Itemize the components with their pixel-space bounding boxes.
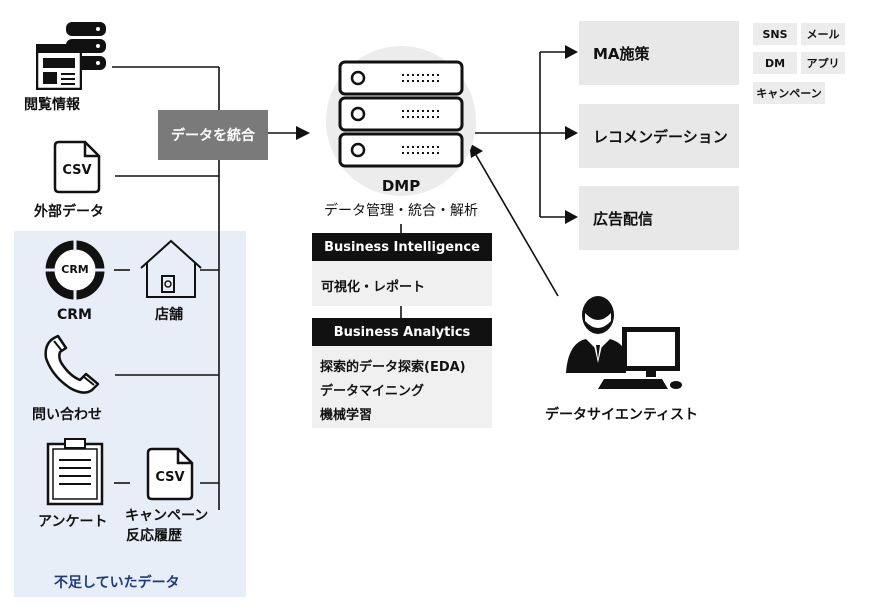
store-icon xyxy=(140,239,202,298)
action-ads: 広告配信 xyxy=(579,186,739,250)
source-label-browsing: 閲覧情報 xyxy=(24,97,80,113)
tag-app: アプリ xyxy=(801,52,845,74)
ba-item-mining: データマイニング xyxy=(320,384,425,399)
ba-item-eda: 探索的データ探索(EDA) xyxy=(320,360,466,375)
phone-icon xyxy=(44,334,100,394)
missing-data-panel xyxy=(14,231,246,597)
bi-box: 可視化・レポート xyxy=(312,261,492,306)
browser-window-icon xyxy=(36,44,82,90)
action-ma: MA施策 xyxy=(579,21,739,85)
integrate-box: データを統合 xyxy=(158,110,268,160)
csv-icon-label-2: CSV xyxy=(155,470,185,485)
tag-sns: SNS xyxy=(753,23,797,45)
server-icon xyxy=(338,60,464,168)
source-label-inquiry: 問い合わせ xyxy=(32,407,102,423)
crm-ring-icon: CRM xyxy=(44,239,106,301)
tag-dm: DM xyxy=(753,52,797,74)
action-recommendation-label: レコメンデーション xyxy=(593,127,728,146)
tag-email: メール xyxy=(801,23,845,45)
action-ma-label: MA施策 xyxy=(593,44,650,63)
dmp-subtitle: データ管理・統合・解析 xyxy=(324,203,478,219)
source-label-campaign-2: 反応履歴 xyxy=(126,528,182,544)
ba-box: 探索的データ探索(EDA) データマイニング 機械学習 xyxy=(312,346,492,428)
clipboard-icon xyxy=(46,438,104,506)
csv-file-icon-2: CSV xyxy=(146,447,194,501)
action-recommendation: レコメンデーション xyxy=(579,104,739,168)
ba-header: Business Analytics xyxy=(312,318,492,346)
missing-data-caption: 不足していたデータ xyxy=(54,575,180,591)
source-label-campaign-1: キャンペーン xyxy=(125,508,209,524)
dmp-title: DMP xyxy=(381,177,421,195)
data-scientist-label: データサイエンティスト xyxy=(545,407,699,423)
crm-ring-label: CRM xyxy=(61,263,89,276)
tag-campaign: キャンペーン xyxy=(753,82,825,104)
csv-file-icon: CSV xyxy=(53,140,101,194)
source-label-crm: CRM xyxy=(57,307,92,323)
csv-icon-label: CSV xyxy=(62,163,92,178)
integrate-label: データを統合 xyxy=(171,128,255,144)
source-label-survey: アンケート xyxy=(38,514,108,530)
action-ads-label: 広告配信 xyxy=(593,209,654,228)
bi-item: 可視化・レポート xyxy=(321,280,426,295)
data-scientist-icon xyxy=(566,296,682,389)
source-label-store: 店舗 xyxy=(155,307,183,323)
bi-header: Business Intelligence xyxy=(312,233,492,261)
source-label-external: 外部データ xyxy=(34,204,104,220)
ba-item-ml: 機械学習 xyxy=(320,408,373,423)
